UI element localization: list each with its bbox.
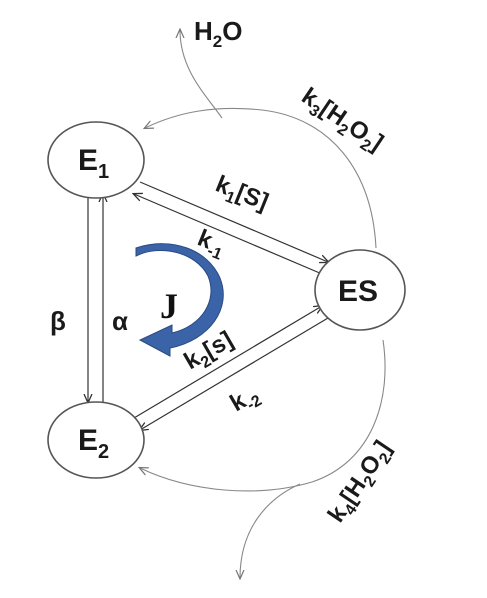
flux-arrow-shape (135, 243, 224, 357)
node-es-label: ES (338, 275, 378, 308)
node-e2-label: E2 (78, 424, 109, 463)
k1-label: k1[S] (210, 171, 272, 220)
node-es: ES (314, 249, 406, 331)
node-e1: E1 (47, 121, 145, 199)
k1-arrow (139, 181, 328, 262)
k2-arrow (133, 306, 322, 419)
water-release-arrow (180, 30, 223, 119)
k-2-label: k-2 (226, 380, 265, 421)
k-1-arrow (134, 194, 323, 275)
k-2-arrow (140, 317, 329, 430)
k3-arc-arrow (145, 107, 377, 249)
flux-label: J (160, 286, 178, 326)
k3-label: k3[H2O2] (294, 83, 388, 160)
node-e2: E2 (47, 401, 145, 479)
beta-label: β (50, 306, 66, 336)
k4-water-branch-arrow (240, 483, 301, 578)
flux-circulation-icon (135, 243, 224, 357)
k4-arc-arrow (140, 339, 386, 492)
alpha-label: α (112, 306, 128, 336)
node-e1-label: E1 (78, 144, 109, 183)
water-label: H2O (194, 16, 242, 51)
k4-label: k4[H2O2] (323, 436, 400, 530)
